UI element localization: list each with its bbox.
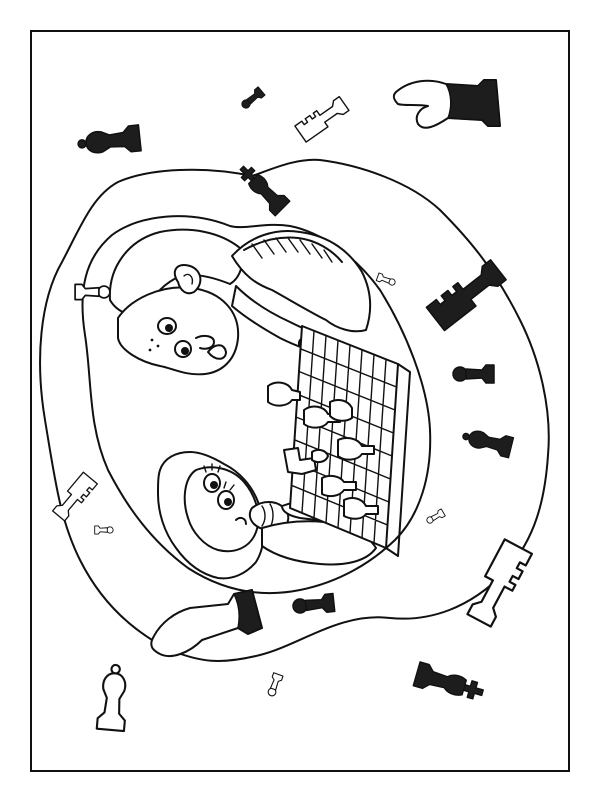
black-bishop-piece <box>76 124 142 158</box>
board-piece-white <box>267 381 301 407</box>
chess-board <box>289 325 411 557</box>
cloud-border <box>39 158 550 663</box>
board-piece-white <box>311 448 329 464</box>
black-pawn-piece <box>452 364 495 384</box>
boy-nose <box>195 334 215 350</box>
white-knight-piece <box>150 589 263 658</box>
white-pawn-piece <box>265 672 284 698</box>
white-pawn-piece <box>94 525 114 535</box>
boy-face <box>117 286 240 376</box>
black-bishop-piece <box>459 425 515 459</box>
white-pawn-piece <box>375 272 397 288</box>
girl-player <box>157 451 377 580</box>
board-pieces <box>267 381 379 520</box>
girl-mouth <box>235 516 247 525</box>
white-rook-piece <box>294 94 351 143</box>
white-pawn-piece <box>74 283 111 301</box>
white-knight-piece <box>392 79 501 129</box>
black-king-piece <box>412 661 487 706</box>
board-piece-white <box>343 497 379 520</box>
girl-face <box>183 466 260 553</box>
board-piece-white <box>303 405 341 429</box>
boy-mouth <box>207 344 227 360</box>
board-piece-white <box>283 447 317 475</box>
boy-collar <box>243 236 343 263</box>
white-rook-piece <box>464 538 534 629</box>
board-piece-white <box>329 399 353 422</box>
board-piece-white <box>337 437 375 461</box>
page-frame <box>30 30 570 772</box>
black-rook-piece <box>425 257 509 332</box>
board-edge <box>385 363 411 557</box>
board-piece-white <box>321 474 357 498</box>
black-king-piece <box>233 159 291 217</box>
black-pawn-piece <box>291 592 336 617</box>
white-bishop-piece <box>95 662 131 733</box>
boy-ear <box>173 264 202 295</box>
black-pawn-piece <box>238 86 266 112</box>
white-pawn-piece <box>424 508 446 526</box>
